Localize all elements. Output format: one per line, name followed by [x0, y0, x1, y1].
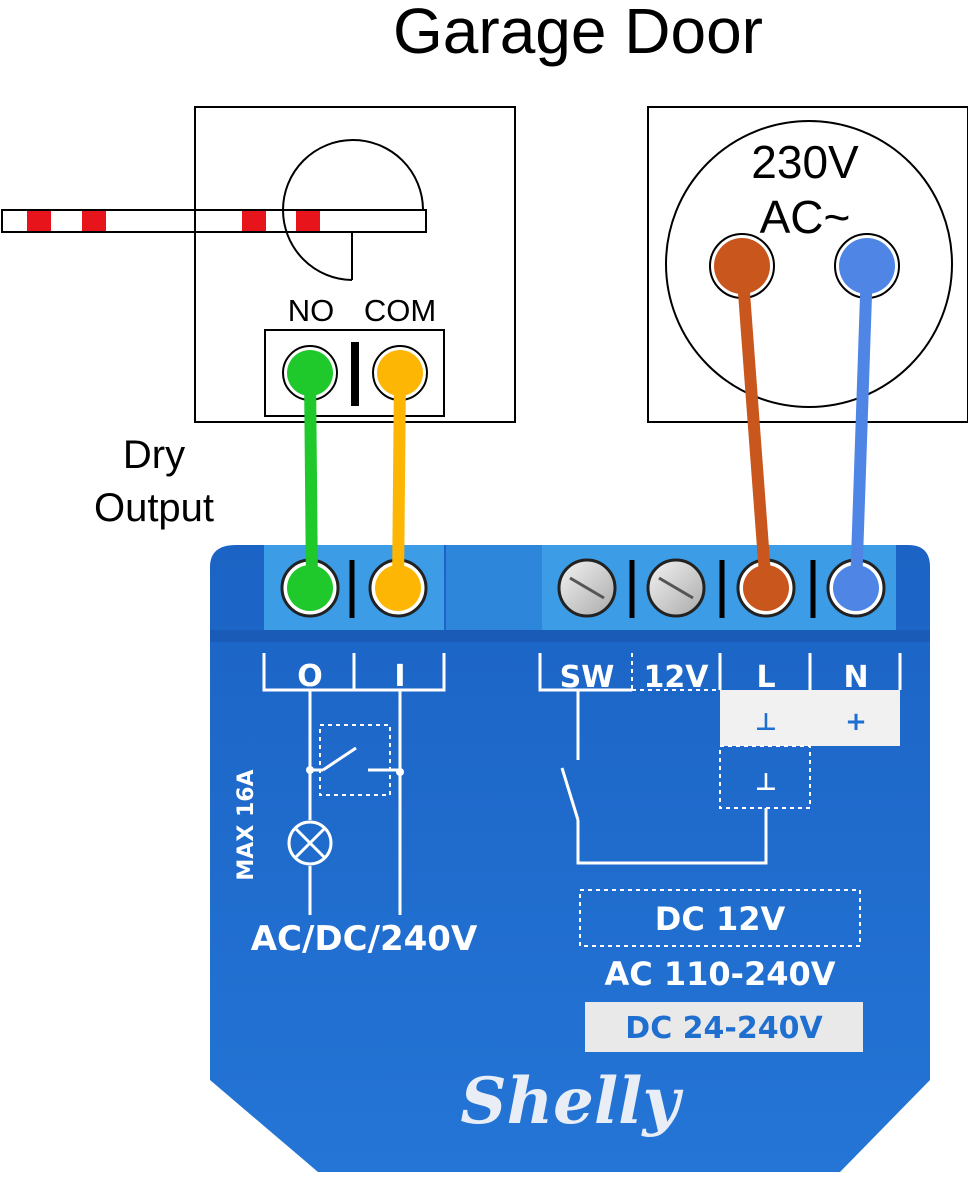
socket-ac-label: AC~	[760, 191, 851, 243]
label-o: O	[297, 659, 323, 694]
diagram-title: Garage Door	[393, 0, 763, 67]
terminal-divider	[351, 342, 359, 406]
label-l: L	[756, 660, 775, 695]
wire-brown	[736, 260, 772, 594]
max-rating-label: MAX 16A	[234, 769, 259, 880]
wall-socket: 230V AC~	[647, 106, 968, 423]
wire-yellow	[392, 367, 406, 594]
brand-logo: Shelly	[460, 1064, 683, 1139]
relay-rating-label: AC/DC/240V	[251, 919, 478, 959]
barrier-stripe	[296, 211, 320, 231]
lamp-icon	[287, 820, 333, 866]
ground-box-2	[719, 745, 811, 809]
barrier-stripe	[27, 211, 51, 231]
socket-voltage-label: 230V	[751, 136, 859, 188]
terminal-no-label: NO	[288, 293, 335, 328]
supply-dc12-label: DC 12V	[655, 900, 786, 938]
dc12-box	[579, 889, 861, 947]
supply-ac-label: AC 110-240V	[604, 955, 835, 993]
dry-label: Dry	[123, 433, 185, 477]
shelly-device: O I MAX 16A AC/DC/240V SW 12V L N ⊥ + ⊥ …	[210, 545, 930, 1172]
wire-blue	[850, 260, 873, 594]
terminal-com-label: COM	[364, 293, 436, 328]
label-sw: SW	[560, 660, 615, 695]
wire-green	[304, 367, 318, 594]
plus-symbol: +	[845, 707, 867, 737]
garage-opener-box: NO COM	[194, 106, 516, 423]
output-label: Output	[94, 486, 214, 530]
dc24-box	[585, 1002, 863, 1052]
ground-symbol-2: ⊥	[755, 768, 777, 796]
supply-dc24-label: DC 24-240V	[625, 1011, 823, 1046]
label-i: I	[394, 659, 405, 694]
label-12v: 12V	[644, 660, 710, 695]
barrier-stripe	[242, 211, 266, 231]
barrier-stripe	[82, 211, 106, 231]
ground-symbol-1: ⊥	[755, 708, 777, 736]
relay-dashed-box	[319, 724, 391, 796]
ground-box-1	[720, 690, 810, 746]
plus-box	[810, 690, 900, 746]
barrier-arm	[1, 209, 427, 233]
label-n: N	[843, 660, 868, 695]
wires	[304, 260, 873, 594]
